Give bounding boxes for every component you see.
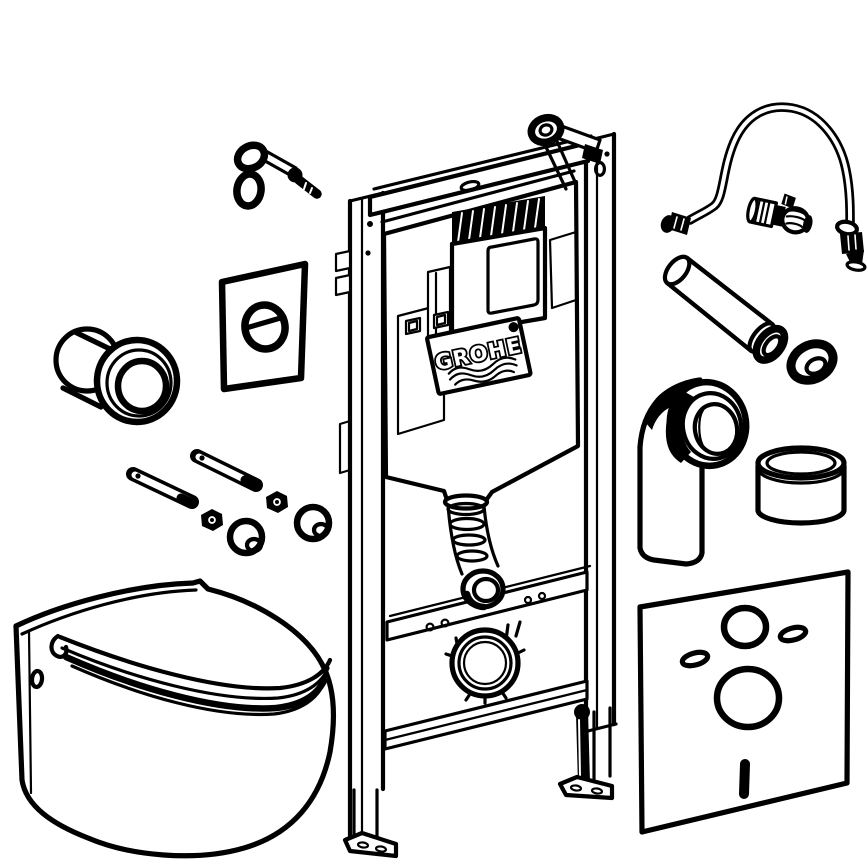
frame-right-rail — [583, 131, 618, 734]
flush-bend — [442, 493, 506, 611]
logo-wave-2 — [448, 362, 518, 381]
hex-nut — [266, 491, 288, 513]
fixing-studs-and-nuts — [126, 449, 288, 531]
frame-top-beam — [367, 134, 593, 218]
seal-ring — [786, 339, 838, 385]
cover-caps — [226, 503, 333, 557]
inspection-shaft-box — [404, 196, 548, 350]
side-fixing-hole — [29, 668, 45, 690]
frame-left-rail — [334, 190, 386, 849]
mat-slot — [777, 624, 809, 644]
wall-bracket-bolt — [527, 113, 603, 191]
mat-slot — [679, 649, 711, 669]
sound-insulation-mat — [637, 569, 851, 835]
seat-hinge-curve — [49, 633, 69, 659]
mat-hole — [720, 604, 770, 650]
wall-anchor-bolt — [233, 141, 322, 210]
logo-wave-3 — [454, 369, 515, 386]
registered-trademark-dot — [508, 322, 519, 333]
mat-bottom-slot — [739, 759, 750, 799]
supply-hose — [660, 102, 867, 272]
flush-pipe-sleeve — [53, 326, 181, 426]
hose-end-fitting — [660, 212, 691, 235]
angle-fitting — [746, 193, 813, 235]
drain-bracket-ring — [444, 620, 526, 705]
actuation-plate — [218, 260, 309, 393]
flush-pipe — [662, 254, 789, 364]
reducer-cap — [755, 445, 847, 526]
hose-end-fitting — [835, 219, 867, 272]
mat-hole — [713, 665, 783, 731]
hex-nut — [201, 509, 223, 531]
installation-frame: GROHE — [334, 113, 618, 859]
logo-wave-1 — [447, 356, 517, 375]
wall-hung-toilet — [13, 578, 337, 859]
drain-elbow — [637, 377, 750, 567]
grohe-logo-label: GROHE — [425, 316, 533, 396]
frame-feet — [342, 704, 615, 859]
